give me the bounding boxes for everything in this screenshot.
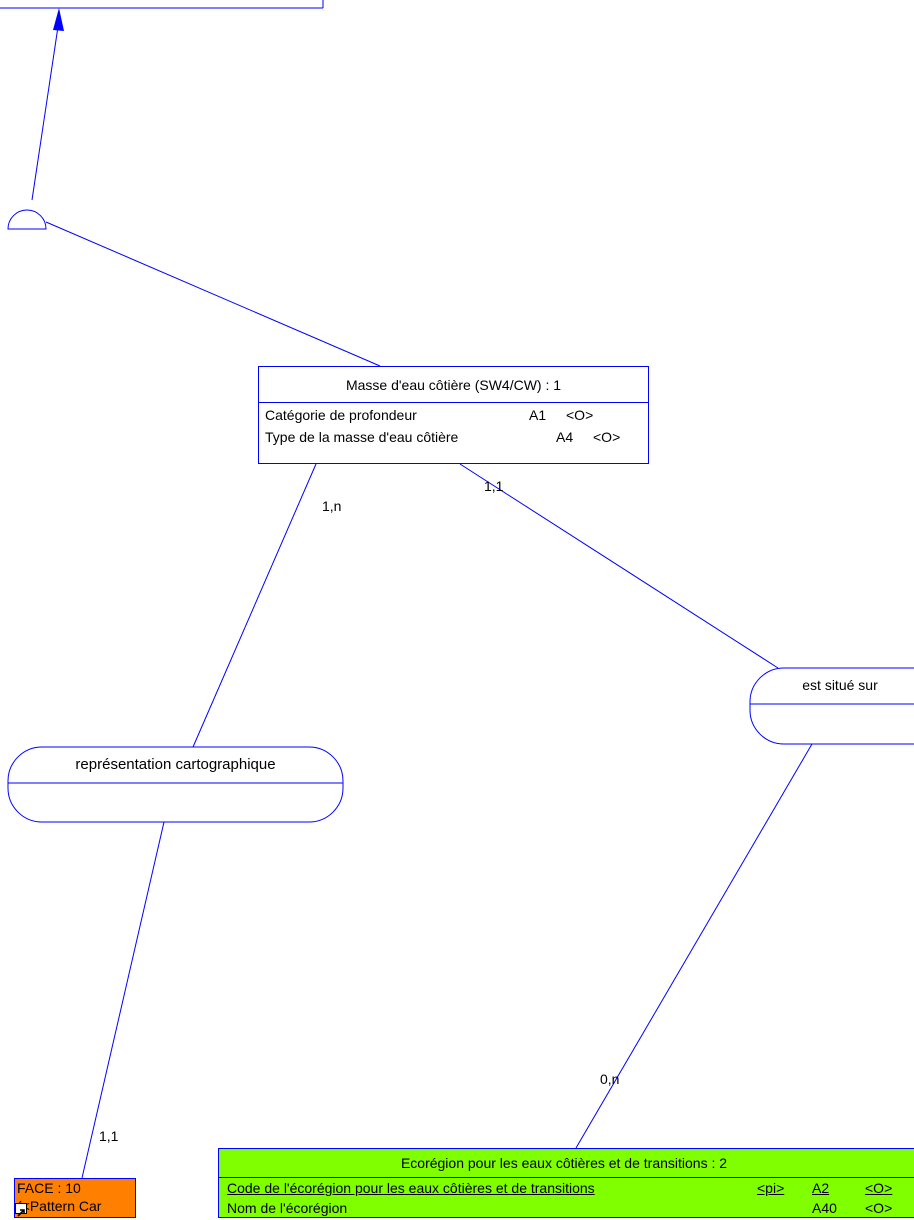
attribute-row: Code de l'écorégion pour les eaux côtièr… bbox=[227, 1180, 914, 1200]
association-representation-shape[interactable] bbox=[7, 746, 344, 823]
entity-ecoregion[interactable]: Ecorégion pour les eaux côtières et de t… bbox=[218, 1148, 914, 1218]
attribute-key bbox=[757, 1200, 812, 1220]
attribute-name: Nom de l'écorégion bbox=[227, 1200, 348, 1216]
attribute-name: Catégorie de profondeur bbox=[265, 407, 417, 423]
entity-face-subtitle: (<Pattern Car bbox=[17, 1198, 102, 1214]
inheritance-half-circle-icon bbox=[7, 209, 47, 230]
entity-face[interactable]: FACE : 10 (<Pattern Car bbox=[14, 1178, 136, 1218]
cardinality-masse-representation: 1,n bbox=[322, 498, 342, 514]
shortcut-arrow-icon bbox=[15, 1203, 27, 1217]
attribute-flag: <O> bbox=[865, 1180, 893, 1196]
entity-face-title: FACE : 10 bbox=[17, 1180, 81, 1196]
attribute-type: A40 bbox=[812, 1200, 837, 1216]
attribute-row: Type de la masse d'eau côtière A4 <O> bbox=[265, 429, 648, 451]
entity-masse-attributes: Catégorie de profondeur A1 <O> Type de l… bbox=[259, 403, 648, 451]
entity-ecoregion-attributes: Code de l'écorégion pour les eaux côtièr… bbox=[219, 1178, 914, 1220]
attribute-type: A2 bbox=[812, 1180, 830, 1196]
entity-masse-title: Masse d'eau côtière (SW4/CW) : 1 bbox=[259, 367, 648, 403]
attribute-type: A1 bbox=[529, 407, 547, 423]
inheritance-to-masse-link bbox=[45, 221, 381, 367]
situe-ecoregion-link bbox=[575, 743, 813, 1149]
cardinality-masse-situe: 1,1 bbox=[484, 478, 504, 494]
masse-situe-link bbox=[459, 463, 779, 669]
entity-masse-eau-cotiere[interactable]: Masse d'eau côtière (SW4/CW) : 1 Catégor… bbox=[258, 366, 649, 464]
attribute-flag: <O> bbox=[566, 407, 594, 423]
inheritance-link bbox=[31, 19, 60, 201]
attribute-flag: <O> bbox=[865, 1200, 893, 1216]
attribute-type: A4 bbox=[556, 429, 574, 445]
cardinality-situe-ecoregion: 0,n bbox=[600, 1071, 620, 1087]
attribute-key: <pi> bbox=[757, 1180, 785, 1196]
attribute-name: Code de l'écorégion pour les eaux côtièr… bbox=[227, 1180, 595, 1196]
attribute-flag: <O> bbox=[593, 429, 621, 445]
cardinality-representation-face: 1,1 bbox=[99, 1128, 119, 1144]
association-situe-label: est situé sur bbox=[802, 677, 878, 693]
inheritance-arrowhead bbox=[53, 8, 64, 31]
association-situe-shape[interactable] bbox=[749, 667, 914, 745]
attribute-name: Type de la masse d'eau côtière bbox=[265, 429, 459, 445]
association-representation-label: représentation cartographique bbox=[75, 756, 276, 773]
masse-representation-link bbox=[192, 463, 317, 748]
attribute-row: Catégorie de profondeur A1 <O> bbox=[265, 407, 648, 429]
entity-ecoregion-title: Ecorégion pour les eaux côtières et de t… bbox=[219, 1149, 914, 1178]
attribute-row: Nom de l'écorégion A40 <O> bbox=[227, 1200, 914, 1220]
representation-face-link bbox=[81, 821, 165, 1179]
